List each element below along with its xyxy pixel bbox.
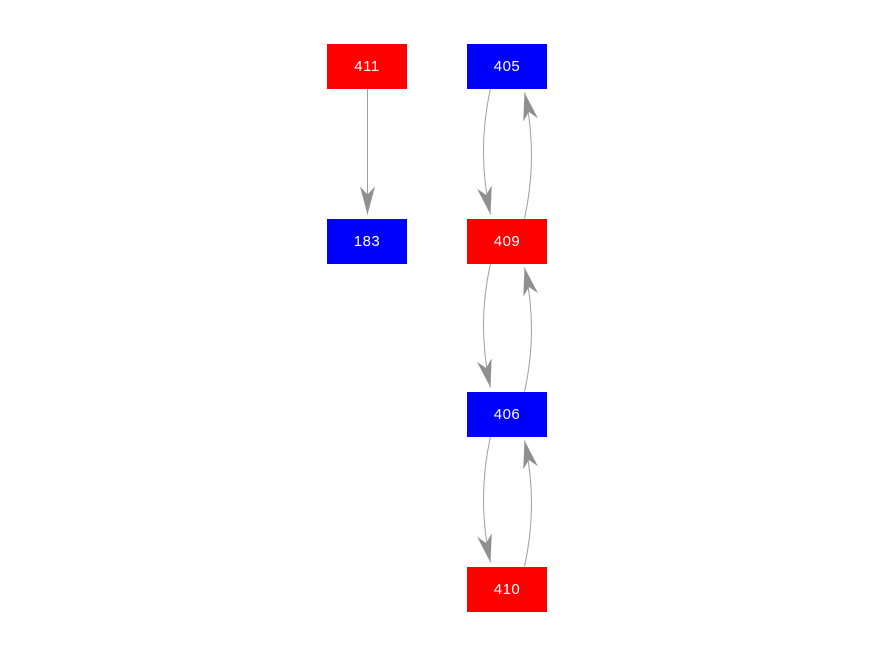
node-label: 405: [493, 57, 521, 75]
node-409: 409: [467, 218, 547, 264]
node-410: 410: [467, 566, 547, 612]
node-label: 406: [493, 405, 521, 423]
node-405: 405: [467, 43, 547, 89]
edge-406-to-410: [477, 436, 492, 563]
edge-410-to-406: [523, 440, 538, 567]
edge-406-to-409: [523, 267, 538, 392]
edge-409-to-405: [523, 92, 538, 219]
edge-409-to-406: [477, 263, 492, 388]
node-label: 410: [493, 580, 521, 598]
node-label: 411: [354, 57, 380, 75]
edge-405-to-409: [477, 88, 492, 215]
node-406: 406: [467, 391, 547, 437]
node-183: 183: [327, 218, 407, 264]
node-label: 409: [493, 232, 521, 250]
node-label: 183: [353, 232, 381, 250]
node-411: 411: [327, 43, 407, 89]
